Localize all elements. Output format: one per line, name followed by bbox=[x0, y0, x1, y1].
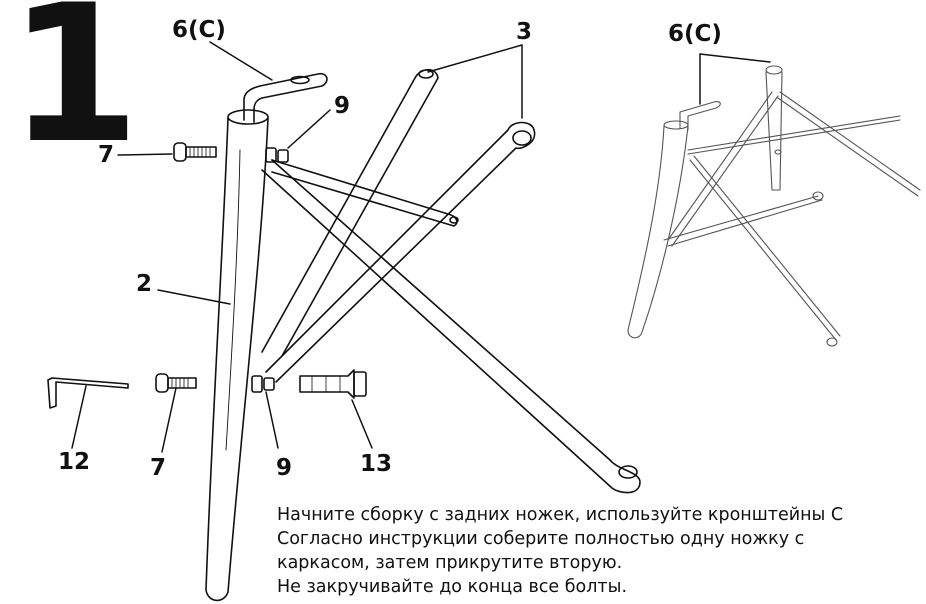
frame-rods-3 bbox=[261, 68, 641, 494]
label-washer-top: 9 bbox=[334, 93, 351, 119]
label-bracket-6c: 6(С) bbox=[172, 17, 226, 43]
bracket-6c bbox=[243, 72, 328, 123]
label-bolt-top: 7 bbox=[98, 142, 115, 168]
label-bolt-bottom: 7 bbox=[150, 455, 167, 481]
instruction-line: Согласно инструкции соберите полностью о… bbox=[277, 529, 805, 549]
instruction-line: каркасом, затем прикрутите вторую. bbox=[277, 553, 623, 573]
step-number: 1 bbox=[8, 0, 140, 185]
washer-9-bottom bbox=[251, 375, 275, 393]
washer-9-top bbox=[265, 147, 289, 163]
anchor-13 bbox=[299, 369, 367, 399]
label-washer-bottom: 9 bbox=[276, 455, 293, 481]
label-anchor: 13 bbox=[360, 451, 393, 477]
label-hex-key: 12 bbox=[58, 449, 91, 475]
leader-lines bbox=[71, 41, 771, 453]
chair-leg-2 bbox=[205, 109, 269, 602]
bolt-7-bottom bbox=[155, 373, 197, 393]
instruction-line: Начните сборку с задних ножек, используй… bbox=[277, 505, 844, 525]
bolt-7-top bbox=[173, 142, 217, 162]
label-leg: 2 bbox=[136, 271, 153, 297]
instructions-text: Начните сборку с задних ножек, используй… bbox=[277, 503, 923, 599]
label-frame-rods: 3 bbox=[516, 19, 533, 45]
label-bracket-6c-preview: 6(С) bbox=[668, 21, 722, 47]
hex-key-12 bbox=[47, 377, 129, 409]
instruction-line: Не закручивайте до конца все болты. bbox=[277, 577, 628, 597]
assembled-leg-preview bbox=[627, 65, 921, 347]
